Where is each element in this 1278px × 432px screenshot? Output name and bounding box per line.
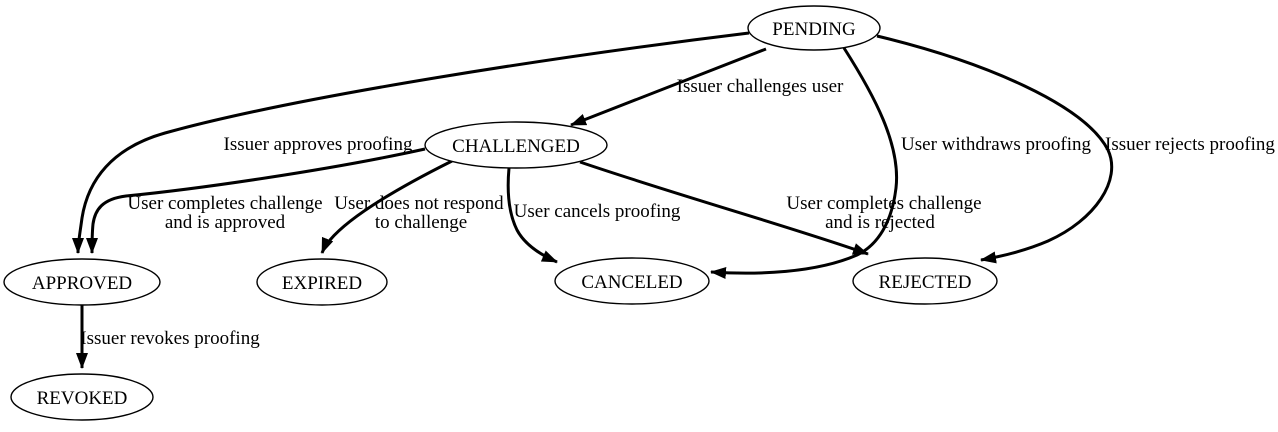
node-approved: APPROVED <box>3 258 161 306</box>
edge-pending-canceled <box>710 47 899 279</box>
node-challenged-ellipse <box>424 121 608 169</box>
edge-challenged-approved <box>86 147 426 254</box>
node-approved-ellipse <box>3 258 161 306</box>
node-rejected: REJECTED <box>852 257 998 305</box>
node-challenged: CHALLENGED <box>424 121 608 169</box>
edge-label-user-cancels-proofing: User cancels proofing <box>514 201 681 222</box>
edge-labels: Issuer challenges user Issuer approves p… <box>80 76 1275 349</box>
node-challenged-label: CHALLENGED <box>452 136 580 157</box>
edge-label-user-does-not-respond-line1: User does not respond <box>334 193 504 214</box>
node-approved-label: APPROVED <box>32 273 132 294</box>
node-expired-label: EXPIRED <box>282 273 362 294</box>
node-canceled-ellipse <box>554 257 710 305</box>
edge-challenged-expired <box>320 159 453 254</box>
edge-label-user-completes-approved-line2: and is approved <box>165 212 286 233</box>
edge-challenged-canceled <box>506 167 558 264</box>
node-canceled: CANCELED <box>554 257 710 305</box>
edge-label-issuer-approves-proofing: Issuer approves proofing <box>224 134 413 155</box>
edge-challenged-rejected <box>579 160 869 256</box>
edge-pending-rejected <box>876 34 1114 264</box>
node-expired-ellipse <box>256 258 388 306</box>
node-revoked-ellipse <box>10 373 154 421</box>
node-rejected-ellipse <box>852 257 998 305</box>
edge-label-issuer-challenges-user: Issuer challenges user <box>677 76 844 97</box>
edge-label-user-completes-rejected-line2: and is rejected <box>825 212 935 233</box>
edge-pending-approved <box>72 31 750 254</box>
edge-label-issuer-rejects-proofing: Issuer rejects proofing <box>1105 134 1275 155</box>
edge-label-user-completes-rejected-line1: User completes challenge <box>786 193 981 214</box>
edges <box>72 31 1114 369</box>
edge-label-user-does-not-respond-line2: to challenge <box>375 212 467 233</box>
edge-label-user-withdraws-proofing: User withdraws proofing <box>901 134 1091 155</box>
node-revoked: REVOKED <box>10 373 154 421</box>
node-pending: PENDING <box>747 5 881 51</box>
node-pending-label: PENDING <box>772 19 856 40</box>
node-canceled-label: CANCELED <box>581 272 682 293</box>
node-expired: EXPIRED <box>256 258 388 306</box>
node-pending-ellipse <box>747 5 881 51</box>
edge-label-issuer-revokes-proofing: Issuer revokes proofing <box>80 328 260 349</box>
node-revoked-label: REVOKED <box>37 388 128 409</box>
edge-pending-challenged <box>570 47 767 127</box>
edge-label-user-completes-approved-line1: User completes challenge <box>127 193 322 214</box>
node-rejected-label: REJECTED <box>879 272 972 293</box>
